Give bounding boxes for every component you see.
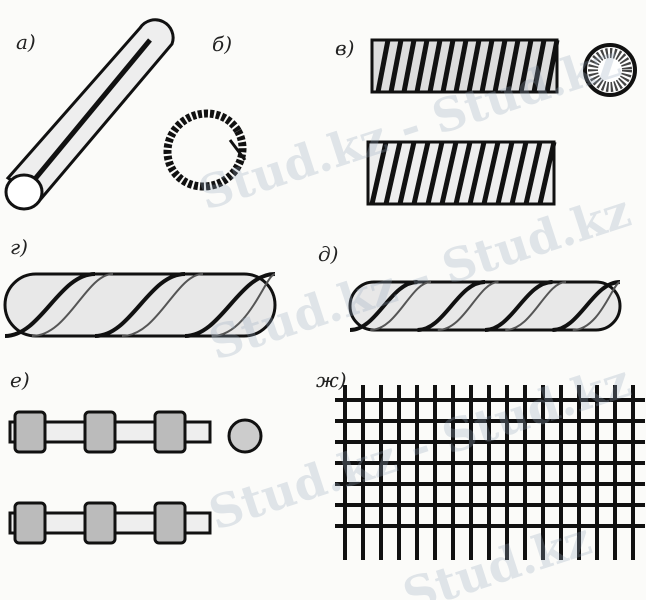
twisted-bar-large — [3, 272, 277, 338]
rib — [453, 39, 469, 93]
rib — [495, 141, 515, 205]
label-v: в) — [335, 36, 355, 60]
rib — [427, 39, 443, 93]
rib — [518, 39, 534, 93]
rib — [481, 141, 501, 205]
smooth-rod — [4, 18, 175, 211]
rib — [492, 39, 508, 93]
rib — [375, 39, 391, 93]
flattened-bar-bottom — [8, 501, 212, 545]
rib — [397, 141, 417, 205]
rib — [453, 141, 473, 205]
label-b: б) — [212, 32, 233, 56]
label-d: д) — [318, 242, 339, 266]
label-g: г) — [10, 235, 28, 259]
rib — [523, 141, 543, 205]
label-a: а) — [16, 30, 36, 54]
rib — [383, 141, 403, 205]
rib — [414, 39, 430, 93]
rib — [505, 39, 521, 93]
rib — [388, 39, 404, 93]
rib — [440, 39, 456, 93]
rib — [369, 141, 389, 205]
label-e: е) — [10, 368, 30, 392]
rib — [411, 141, 431, 205]
flattened-cross-section — [227, 418, 263, 454]
rib — [467, 141, 487, 205]
flattened-bar-top — [8, 410, 212, 454]
rib — [531, 39, 547, 93]
rib — [401, 39, 417, 93]
rib — [479, 39, 495, 93]
rib — [544, 39, 560, 93]
periodic-profile-bar-bottom — [366, 140, 557, 206]
bar-cross-section — [583, 43, 637, 97]
rib — [509, 141, 529, 205]
wire-coil — [163, 109, 247, 191]
label-zh: ж) — [316, 368, 347, 392]
twisted-bar-small — [348, 280, 622, 332]
welded-mesh — [335, 385, 645, 560]
periodic-profile-bar-top — [370, 38, 560, 94]
rib — [439, 141, 459, 205]
rib — [537, 141, 557, 205]
rib — [466, 39, 482, 93]
rib — [425, 141, 445, 205]
